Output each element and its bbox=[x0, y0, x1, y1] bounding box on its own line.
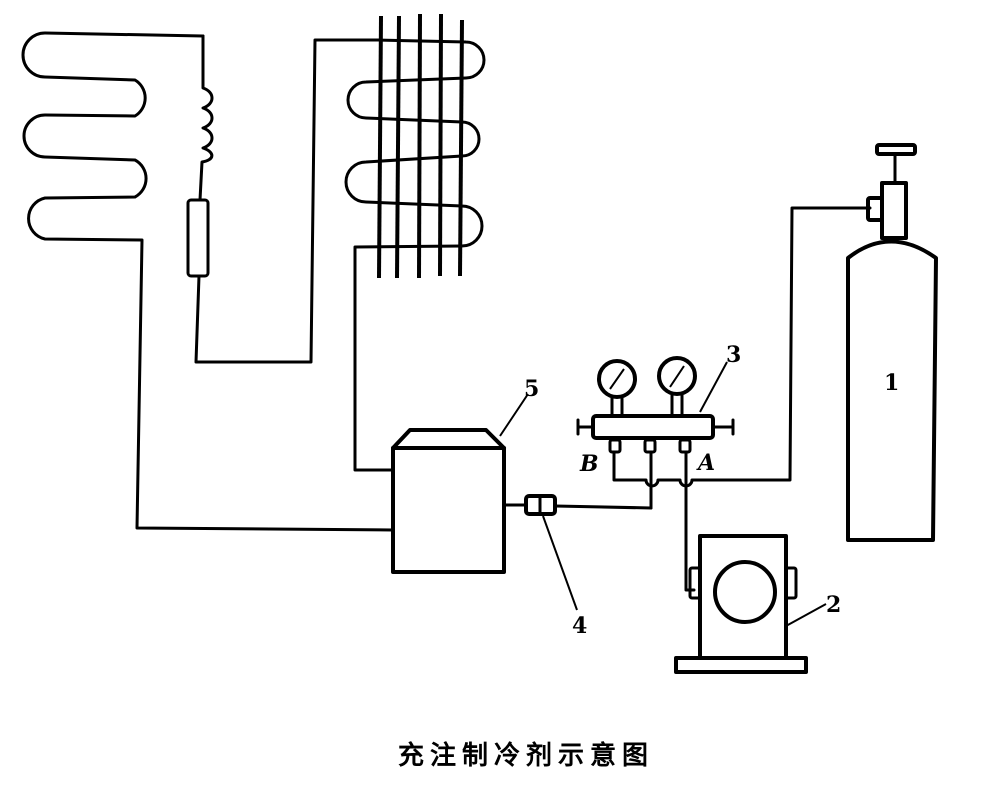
label-port-b: B bbox=[579, 451, 599, 477]
filter-drier bbox=[186, 198, 210, 278]
high-pressure-gauge bbox=[657, 356, 697, 396]
vacuum-pump: 2 bbox=[674, 534, 841, 674]
low-pressure-gauge bbox=[597, 359, 637, 399]
refrigerant-cylinder: 1 bbox=[846, 143, 938, 542]
manifold-gauge: 3 B A bbox=[576, 206, 872, 592]
valve-handle bbox=[875, 143, 917, 156]
condenser-coil bbox=[21, 31, 395, 532]
label-cylinder: 1 bbox=[884, 370, 899, 396]
connector: 4 bbox=[502, 494, 653, 639]
compressor: 5 bbox=[391, 376, 539, 574]
label-connector: 4 bbox=[572, 613, 587, 639]
label-vacuum-pump: 2 bbox=[826, 592, 841, 618]
diagram-caption: 充注制冷剂示意图 bbox=[397, 741, 654, 771]
label-compressor: 5 bbox=[524, 376, 539, 402]
evaporator bbox=[344, 13, 486, 472]
label-port-a: A bbox=[696, 450, 715, 476]
label-manifold: 3 bbox=[726, 342, 741, 368]
capillary-tube bbox=[186, 34, 380, 364]
